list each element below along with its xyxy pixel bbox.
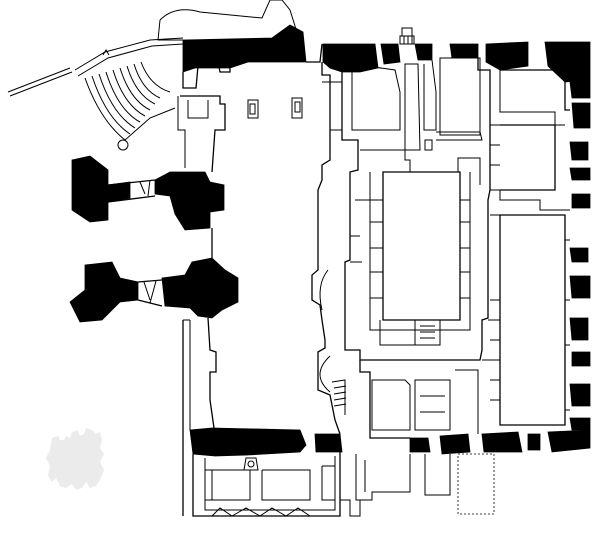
west-bridges xyxy=(107,179,191,516)
south-wall-segment-2 xyxy=(314,433,343,453)
north-wall-segment-3 xyxy=(380,43,401,65)
pier xyxy=(294,101,301,113)
solid-wall-masses xyxy=(69,24,591,457)
south-wall-segment-7 xyxy=(547,429,591,453)
pier xyxy=(249,103,256,115)
south-block xyxy=(192,452,361,517)
north-wall-segment-7 xyxy=(544,41,591,83)
south-wall-segment-5 xyxy=(481,431,523,453)
west-range xyxy=(177,43,347,435)
south-wall-segment-3 xyxy=(409,437,431,453)
south-wall-segment-4 xyxy=(439,433,471,455)
dashed-outline-feature xyxy=(457,453,495,515)
west-tower-lower xyxy=(161,257,239,319)
west-bastion-upper xyxy=(71,155,131,223)
north-wall-segment-5 xyxy=(449,43,479,59)
inner-courtyard xyxy=(382,171,461,321)
north-wall-segment-2 xyxy=(322,43,379,73)
nw-annex xyxy=(7,0,301,151)
south-wall-segment-6 xyxy=(527,433,541,451)
central-block xyxy=(341,27,491,361)
pier xyxy=(247,99,259,119)
north-wall-west xyxy=(182,24,307,73)
pier xyxy=(291,97,303,119)
south-central-rooms xyxy=(355,360,495,515)
west-bastion-lower xyxy=(69,261,139,323)
north-wall-segment-4 xyxy=(414,43,433,61)
south-wall-west xyxy=(189,427,307,457)
north-wall-segment-6 xyxy=(485,41,529,71)
west-tower-upper xyxy=(154,171,225,231)
east-range xyxy=(482,69,570,426)
notation-mark xyxy=(46,428,104,490)
